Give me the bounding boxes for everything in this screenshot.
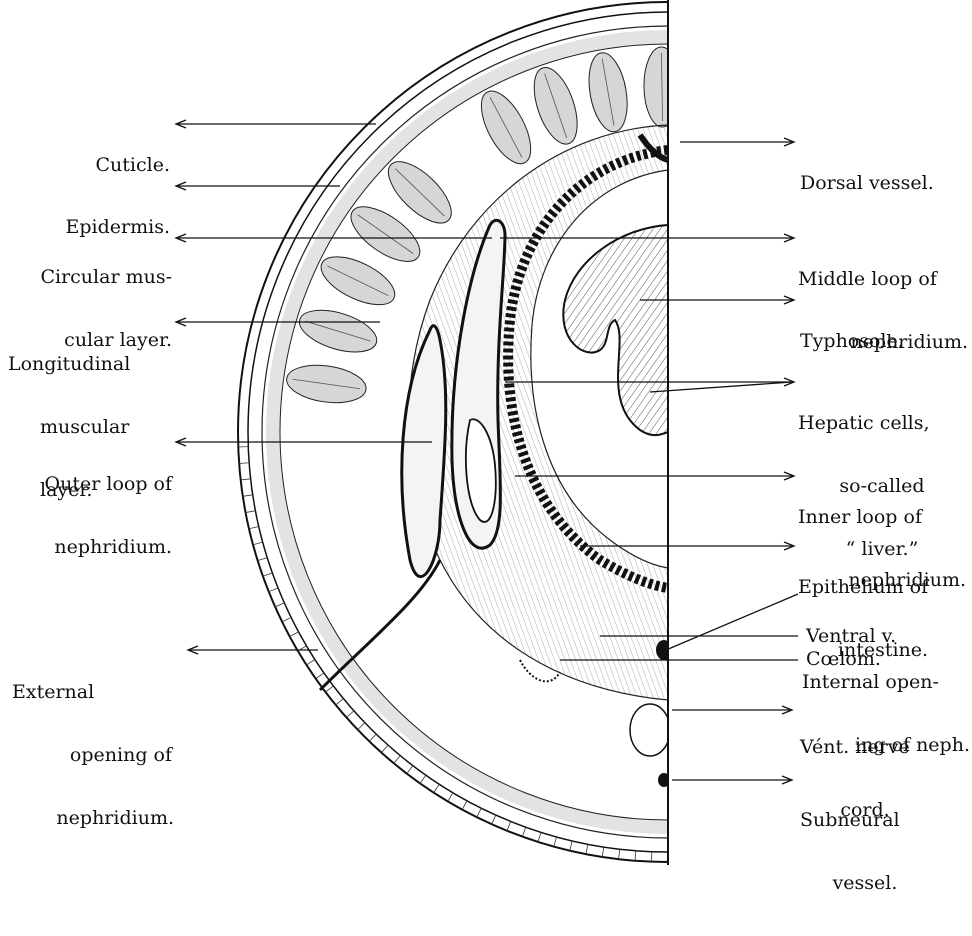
epidermis-tick [241,479,251,480]
label-dorsal-vessel: Dorsal vessel. [800,131,968,236]
epidermis-tick [619,849,620,859]
label-subneural-line-1: Subneural [800,810,930,831]
label-inner-line-1: Inner loop of [798,507,966,528]
label-dorsal-line-1: Dorsal vessel. [800,173,968,194]
epidermis-tick [243,495,253,496]
label-circular-line-1: Circular mus- [0,267,172,288]
epidermis-tick [448,793,453,802]
label-external-line-2: opening of [0,745,180,766]
epidermis-tick [269,588,278,592]
epidermis-tick [795,832,798,842]
label-outer-loop: Outer loop of nephridium. [0,432,172,600]
epidermis-tick [716,849,717,859]
epidermis-tick [249,526,259,528]
nephridium-outer-loop [402,326,446,577]
ventral-vessel [656,640,672,660]
label-middle-line-1: Middle loop of [798,269,968,290]
epidermis-tick [434,784,439,792]
epidermis-tick [602,847,604,857]
epidermis-tick [239,463,249,464]
label-longitudinal-line-1: Longitudinal [8,354,168,375]
label-cuticle-line-1: Cuticle. [70,155,170,176]
epidermis-tick [325,686,333,692]
epidermis-tick [369,734,376,741]
nephridium-duct [320,560,440,690]
epidermis-tick [290,632,299,637]
epidermis-tick [764,841,766,851]
epidermis-tick [780,837,783,847]
epidermis-tick [253,542,263,545]
epidermis-tick [275,603,284,607]
label-external-line-3: nephridium. [0,808,180,829]
label-subneural-line-2: vessel. [800,873,930,894]
label-internal-line-1: Internal open- [802,672,970,693]
muscle-bundle-midrib [711,57,720,124]
epidermis-tick [316,673,324,679]
epidermis-tick [700,851,701,861]
epidermis-tick [394,756,400,764]
label-hepatic-line-1: Hepatic cells, [798,413,966,434]
epidermis-tick [258,558,268,561]
muscle-bundle-lobe [740,59,798,146]
epidermis-tick [492,815,496,824]
label-subneural-vessel: Subneural vessel. [800,768,930,936]
label-outer-loop-line-1: Outer loop of [0,474,172,495]
label-external-line-1: External [0,682,180,703]
muscle-bundle-lobe [693,48,740,132]
label-typhosole-line-1: Typhosole. [800,331,960,352]
epidermis-tick [282,617,291,621]
epidermis-tick [477,808,481,817]
earthworm-cross-section-figure: Cuticle. Epidermis. Circular mus- cular … [0,0,972,865]
epidermis-tick [570,841,572,851]
epidermis-tick [586,844,588,854]
epidermis-tick [407,766,413,774]
label-nerve-line-1: Vént. nerve [800,737,930,758]
epidermis-tick [538,832,541,842]
epidermis-tick [246,511,256,513]
epidermis-tick [346,711,353,718]
epidermis-tick [507,821,511,830]
epidermis-tick [748,844,750,854]
epidermis-tick [635,851,636,861]
epidermis-tick [263,573,272,576]
label-external-opening: External opening of nephridium. [0,640,180,871]
epidermis-tick [307,660,315,665]
epidermis-tick [420,775,426,783]
muscle-bundle-midrib [759,70,779,135]
epidermis-tick [554,837,557,847]
label-outer-loop-line-2: nephridium. [0,537,172,558]
epidermis-tick [522,827,525,836]
epidermis-tick [381,745,388,752]
nerve-cord [630,704,670,756]
epidermis-tick [358,723,365,730]
epidermis-tick [462,801,467,810]
epidermis-tick [732,847,734,857]
epidermis-tick [336,699,344,705]
